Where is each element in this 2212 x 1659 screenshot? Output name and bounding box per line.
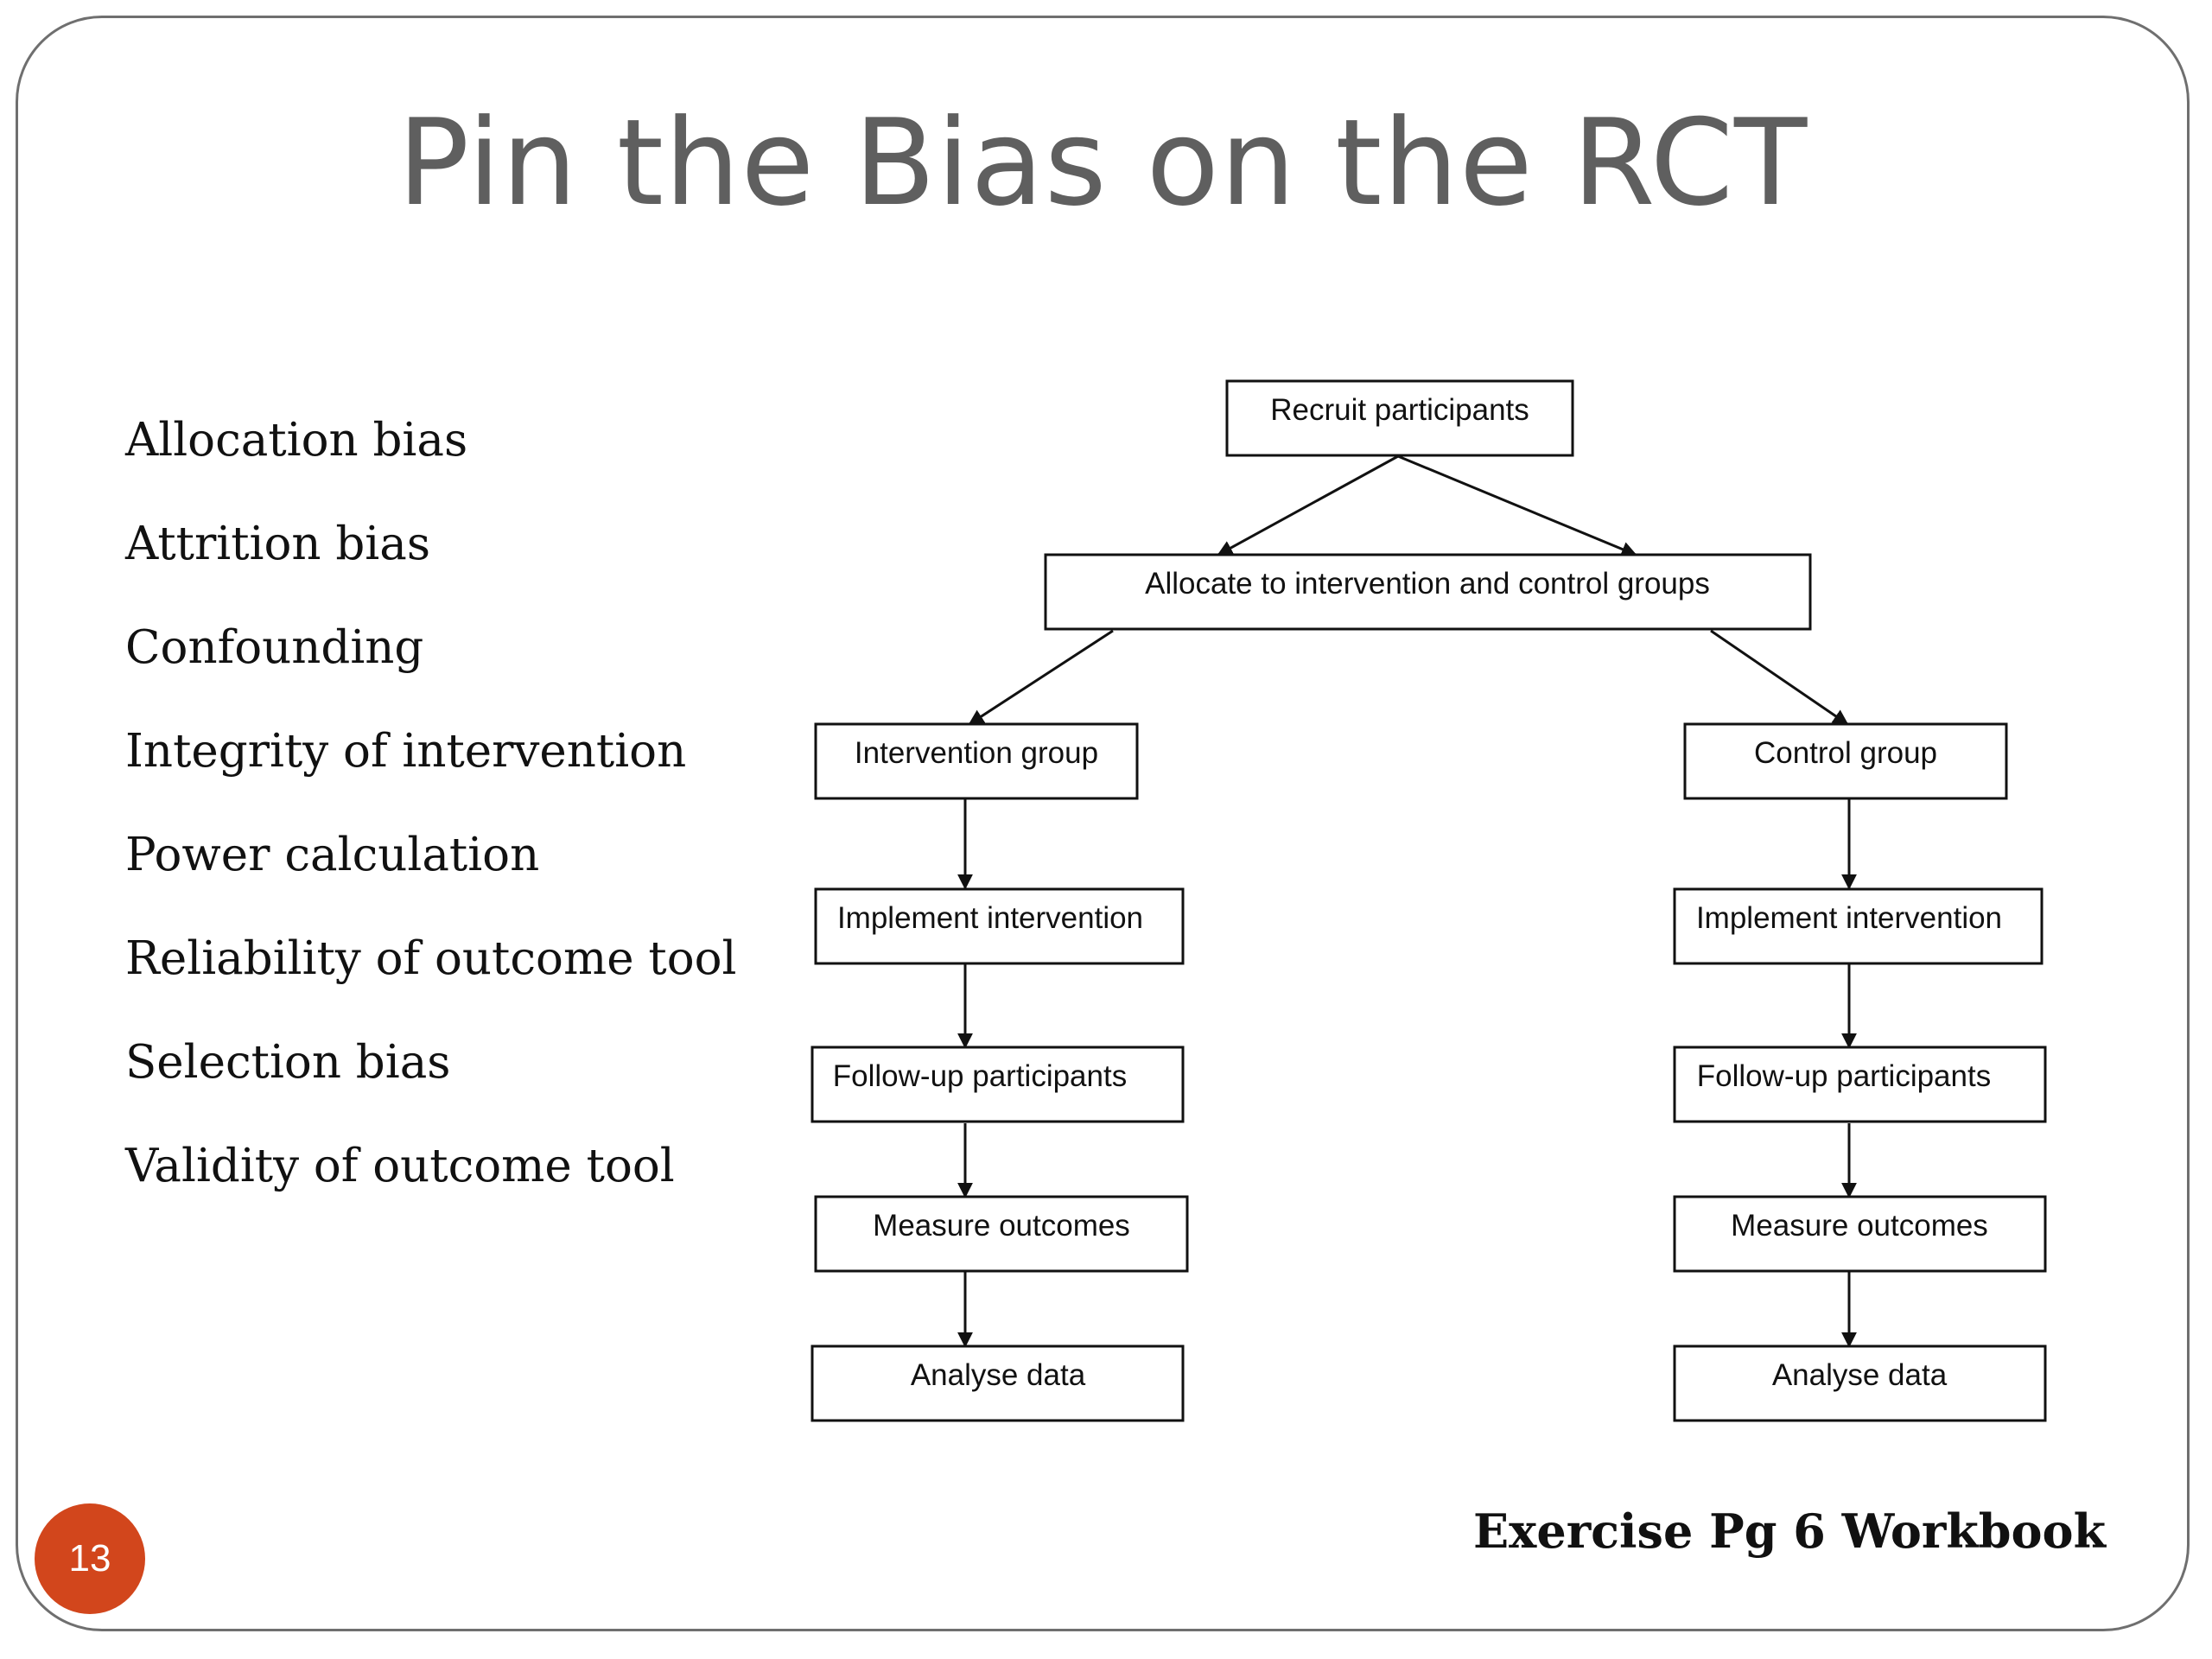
box-control-measure: Measure outcomes [1673,1195,2047,1273]
box-intervention-followup: Follow-up participants [810,1046,1185,1123]
box-intervention-analyse-label: Analyse data [911,1358,1086,1392]
bias-list: Allocation bias Attrition bias Confoundi… [125,406,736,1236]
exercise-reference: Exercise Pg 6 Workbook [1473,1503,2106,1559]
box-recruit-label: Recruit participants [1270,393,1529,427]
arrow-recruit-to-allocate-right [1397,454,1637,557]
bias-item-integrity: Integrity of intervention [125,725,687,778]
box-control-implement-label: Implement intervention [1696,901,2002,935]
box-intervention-implement: Implement intervention [814,887,1185,965]
bias-item-reliability: Reliability of outcome tool [125,932,737,985]
box-control-analyse-label: Analyse data [1772,1358,1948,1392]
box-control-followup: Follow-up participants [1673,1046,2047,1123]
box-recruit: Recruit participants [1225,379,1574,457]
box-intervention-group-label: Intervention group [855,736,1098,770]
box-control-followup-label: Follow-up participants [1697,1059,1991,1093]
bias-item-attrition: Attrition bias [125,518,431,570]
arrow-allocate-to-intervention [968,629,1114,726]
box-intervention-group: Intervention group [814,722,1139,800]
arrow-recruit-to-allocate-left [1217,454,1399,556]
box-allocate: Allocate to intervention and control gro… [1044,553,1812,631]
slide-number-badge: 13 [35,1503,145,1614]
bias-item-allocation: Allocation bias [125,414,468,467]
box-intervention-followup-label: Follow-up participants [833,1059,1127,1093]
bias-item-confounding: Confounding [125,621,424,674]
box-intervention-implement-label: Implement intervention [837,901,1143,935]
bias-item-power: Power calculation [125,829,540,881]
arrow-allocate-to-control [1710,629,1849,726]
box-intervention-measure: Measure outcomes [814,1195,1189,1273]
box-intervention-analyse: Analyse data [810,1344,1185,1422]
bias-item-validity: Validity of outcome tool [125,1140,675,1192]
box-control-measure-label: Measure outcomes [1731,1209,1988,1243]
box-control-group-label: Control group [1754,736,1937,770]
box-control-implement: Implement intervention [1673,887,2044,965]
box-allocate-label: Allocate to intervention and control gro… [1145,567,1710,601]
connectors [957,454,1857,1348]
bias-item-selection: Selection bias [125,1036,451,1089]
slide-title: Pin the Bias on the RCT [397,93,1808,232]
box-intervention-measure-label: Measure outcomes [873,1209,1130,1243]
box-control-group: Control group [1683,722,2008,800]
box-control-analyse: Analyse data [1673,1344,2047,1422]
